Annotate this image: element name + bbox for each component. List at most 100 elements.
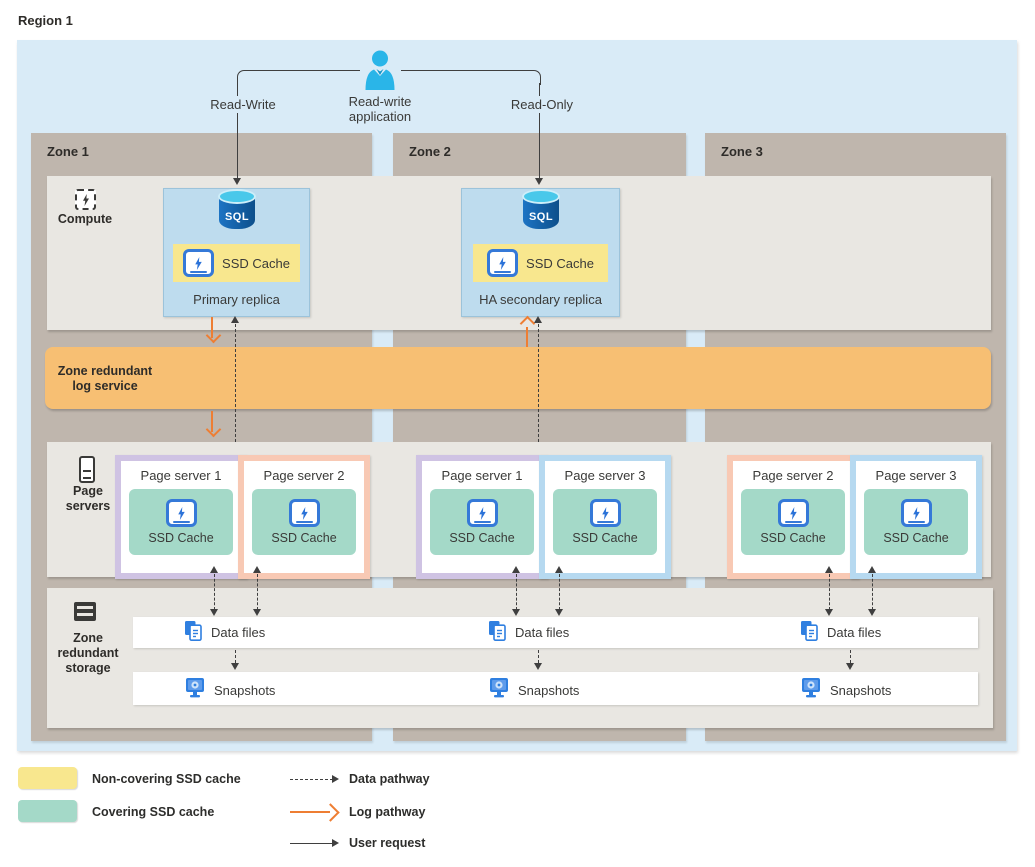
data-files-bar <box>133 617 978 648</box>
data-arrowhead <box>231 663 239 670</box>
data-line <box>872 574 873 610</box>
data-arrowhead <box>210 609 218 616</box>
log-arrow-z1-bottom <box>211 411 213 432</box>
snapshots-label: Snapshots <box>830 682 892 698</box>
page-server-title: Page server 2 <box>263 468 345 483</box>
data-files-label: Data files <box>515 625 570 640</box>
data-line <box>538 650 539 663</box>
ssd-icon <box>900 499 932 527</box>
storage-label: Zone redundant storage <box>57 631 119 675</box>
primary-replica-box: SQL SSD Cache Primary replica <box>163 188 310 317</box>
page-server-title: Page server 1 <box>140 468 222 483</box>
data-files-label: Data files <box>211 625 266 640</box>
ssd-cache-label: SSD Cache <box>883 531 949 545</box>
legend-covering-label: Covering SSD cache <box>92 805 215 819</box>
compute-icon <box>75 189 96 210</box>
ssd-icon <box>777 499 809 527</box>
snapshots-icon <box>185 678 205 702</box>
legend-log-pathway-arrowhead <box>321 803 340 822</box>
page-servers-icon <box>79 456 95 483</box>
storage-icon <box>74 602 96 621</box>
zone1-snapshots: Snapshots <box>185 678 275 702</box>
data-arrowhead <box>534 663 542 670</box>
legend-data-pathway-label: Data pathway <box>349 772 430 786</box>
ssd-icon <box>183 249 215 277</box>
data-arrowhead <box>555 566 563 573</box>
data-line <box>235 650 236 663</box>
data-files-label: Data files <box>827 625 882 640</box>
ssd-icon <box>466 499 498 527</box>
ssd-cache-label: SSD Cache <box>526 255 594 271</box>
read-write-label: Read-Write <box>193 96 293 113</box>
ssd-cache-label: SSD Cache <box>222 255 290 271</box>
ssd-cache-label: SSD Cache <box>148 531 214 545</box>
data-arrowhead <box>253 566 261 573</box>
primary-replica-ssd-cache: SSD Cache <box>173 244 300 282</box>
storage-strip <box>47 588 993 728</box>
covering-ssd-cache: SSD Cache <box>129 489 233 555</box>
legend-covering-swatch <box>18 800 77 822</box>
compute-label: Compute <box>57 212 113 226</box>
ssd-cache-label: SSD Cache <box>449 531 515 545</box>
zone1-header: Zone 1 <box>47 144 89 159</box>
zone3-page-server-3: Page server 3 SSD Cache <box>850 455 982 579</box>
data-arrowhead <box>512 566 520 573</box>
snapshots-label: Snapshots <box>518 682 580 698</box>
ssd-icon <box>288 499 320 527</box>
snapshots-icon <box>801 678 821 702</box>
covering-ssd-cache: SSD Cache <box>741 489 845 555</box>
covering-ssd-cache: SSD Cache <box>864 489 968 555</box>
user-request-line-right-v <box>539 83 540 178</box>
user-request-line-right <box>401 70 541 85</box>
zone3-header: Zone 3 <box>721 144 763 159</box>
application-label: Read-write application <box>330 93 430 125</box>
data-line <box>214 574 215 610</box>
legend-log-pathway-label: Log pathway <box>349 805 426 819</box>
data-arrowhead <box>846 663 854 670</box>
log-arrow-z1-top <box>211 317 213 338</box>
ssd-icon <box>487 249 519 277</box>
data-arrowhead <box>253 609 261 616</box>
snapshots-icon <box>489 678 509 702</box>
page-server-title: Page server 1 <box>441 468 523 483</box>
legend-data-pathway-line <box>290 779 333 780</box>
data-arrowhead <box>825 566 833 573</box>
page-server-title: Page server 3 <box>875 468 957 483</box>
data-line-z2 <box>538 324 539 442</box>
data-line <box>850 650 851 663</box>
snapshots-bar <box>133 672 978 705</box>
legend-noncovering-swatch <box>18 767 77 789</box>
zone2-page-server-1: Page server 1 SSD Cache <box>416 455 548 579</box>
ssd-cache-label: SSD Cache <box>572 531 638 545</box>
data-line-z1 <box>235 324 236 442</box>
ha-replica-ssd-cache: SSD Cache <box>473 244 608 282</box>
data-files-icon <box>489 621 506 644</box>
snapshots-label: Snapshots <box>214 682 276 698</box>
read-only-label: Read-Only <box>492 96 592 113</box>
ssd-icon <box>165 499 197 527</box>
page-servers-label: Page servers <box>65 484 111 513</box>
sql-icon-label: SQL <box>528 211 554 223</box>
data-line <box>559 574 560 610</box>
covering-ssd-cache: SSD Cache <box>252 489 356 555</box>
person-icon <box>361 50 399 95</box>
sql-database-icon: SQL <box>522 189 560 229</box>
legend-user-request-line <box>290 843 333 844</box>
zone2-header: Zone 2 <box>409 144 451 159</box>
data-arrowhead <box>825 609 833 616</box>
page-server-title: Page server 2 <box>752 468 834 483</box>
ssd-cache-label: SSD Cache <box>760 531 826 545</box>
covering-ssd-cache: SSD Cache <box>430 489 534 555</box>
data-arrowhead <box>512 609 520 616</box>
data-files-icon <box>185 621 202 644</box>
user-request-line-left <box>237 70 360 85</box>
ha-replica-label: HA secondary replica <box>479 292 602 307</box>
zone3-snapshots: Snapshots <box>801 678 891 702</box>
data-line <box>829 574 830 610</box>
user-request-arrowhead-left <box>233 178 241 185</box>
primary-replica-label: Primary replica <box>193 292 280 307</box>
sql-icon-label: SQL <box>224 211 250 223</box>
zone1-page-server-2: Page server 2 SSD Cache <box>238 455 370 579</box>
ssd-icon <box>589 499 621 527</box>
data-arrowhead <box>555 609 563 616</box>
